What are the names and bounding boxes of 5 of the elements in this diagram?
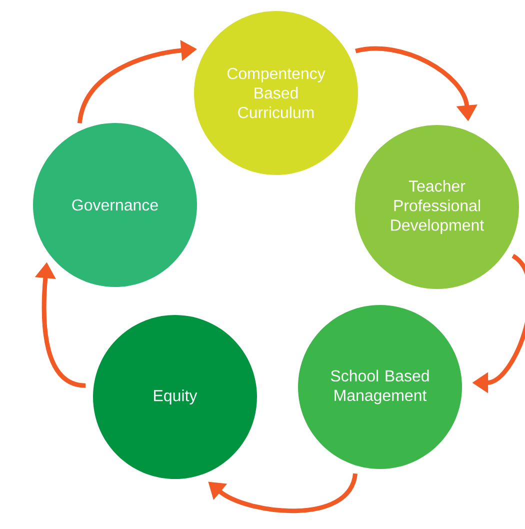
circle-node: Teacher Professional Development [355,125,519,289]
circle-node: Governance [33,123,197,287]
circle-node: School Based Management [298,305,462,469]
circle-node: Compentency Based Curriculum [194,11,358,175]
circle-node: Equity [93,315,257,479]
